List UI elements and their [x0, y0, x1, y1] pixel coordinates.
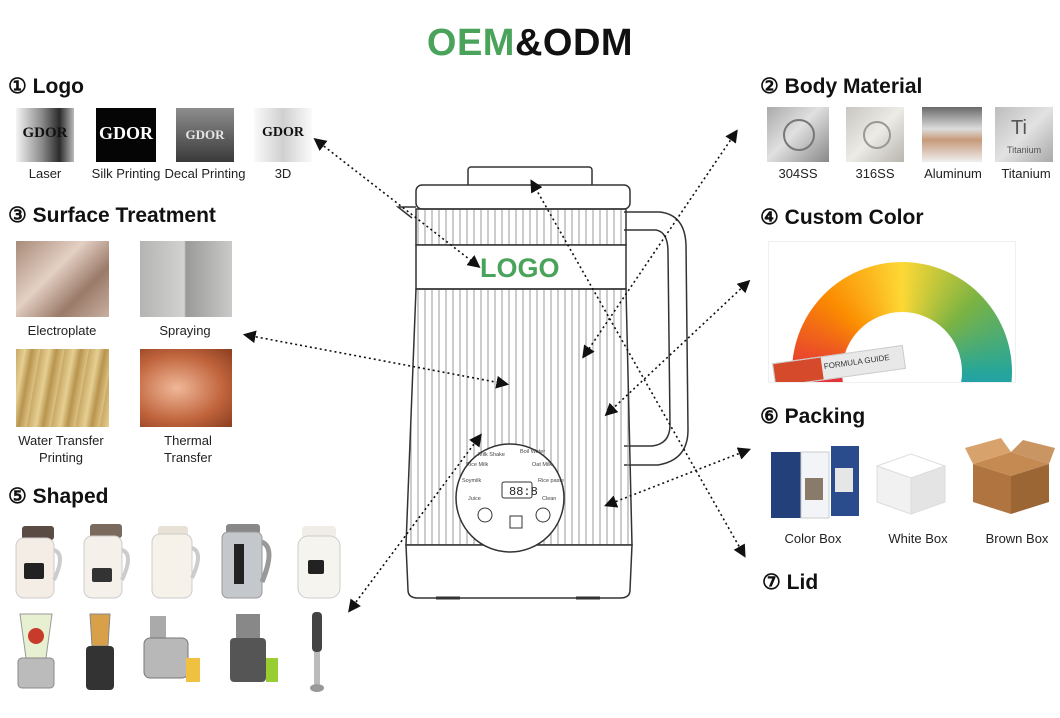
logo-decal-swatch: GDOR [176, 108, 234, 162]
surface-option-spraying: Spraying [159, 323, 211, 338]
shape-blender-1 [17, 613, 55, 689]
body-316ss-emblem [863, 121, 891, 149]
arrow-surface [242, 330, 510, 389]
packing-brown-box-image [965, 438, 1055, 514]
logo-3d-swatch: GDOR [254, 108, 312, 162]
shaped-products-gallery [15, 524, 341, 692]
body-option-titanium: Titanium [1001, 166, 1051, 181]
lid-section-title: ⑦ Lid [762, 571, 819, 594]
body-304ss-swatch [767, 107, 829, 162]
shape-kettle-5 [297, 526, 341, 599]
body-option-aluminum: Aluminum [924, 166, 982, 181]
packing-images [771, 438, 1055, 519]
arrow-logo [313, 138, 481, 268]
surface-thermal-transfer-swatch [140, 349, 232, 427]
shape-kettle-2 [83, 524, 130, 599]
logo-section-title: ① Logo [8, 75, 84, 98]
arrow-color [604, 279, 751, 417]
shape-juicer-2 [230, 614, 278, 682]
color-section-title: ④ Custom Color [760, 206, 924, 229]
surface-option-electroplate: Electroplate [27, 323, 97, 338]
packing-option-color-box: Color Box [784, 531, 842, 546]
logo-silk-text: GDOR [99, 123, 153, 143]
logo-option-decal: Decal Printing [164, 166, 246, 181]
body-titanium-symbol: Ti [1011, 117, 1027, 139]
shape-kettle-3 [151, 526, 200, 599]
body-titanium-label: Titanium [1007, 145, 1042, 155]
packing-section-title: ⑥ Packing [760, 405, 866, 428]
surface-spraying-swatch [140, 241, 232, 317]
logo-decal-text: GDOR [185, 127, 225, 142]
logo-option-silk: Silk Printing [91, 166, 161, 181]
title-odm: &ODM [514, 22, 634, 64]
page-title: OEM&ODM [0, 22, 1060, 65]
logo-laser-swatch: GDOR [16, 108, 74, 162]
logo-option-3d: 3D [274, 166, 292, 181]
surface-electroplate-swatch [16, 241, 109, 317]
shape-hand-blender [310, 612, 324, 692]
arrow-packing [604, 447, 751, 508]
arrow-shaped [348, 433, 482, 613]
body-316ss-swatch [846, 107, 904, 162]
packing-color-box-image [771, 446, 859, 519]
body-option-304ss: 304SS [778, 166, 818, 181]
packing-white-box-image [875, 453, 947, 515]
shape-kettle-1 [15, 526, 62, 599]
shape-kettle-4 [221, 524, 272, 599]
color-fan-guide: FORMULA GUIDE [768, 241, 1016, 383]
body-titanium-swatch: Ti Titanium [995, 107, 1053, 162]
body-section-title: ② Body Material [760, 75, 923, 98]
logo-option-laser: Laser [28, 166, 62, 181]
arrow-body [582, 129, 738, 359]
body-304ss-emblem [783, 119, 815, 151]
surface-water-transfer-swatch [16, 349, 109, 427]
body-option-316ss: 316SS [855, 166, 895, 181]
packing-option-white-box: White Box [888, 531, 948, 546]
surface-option-thermal-transfer: Thermal Transfer [164, 433, 212, 465]
logo-silk-swatch: GDOR [96, 108, 156, 162]
surface-section-title: ③ Surface Treatment [8, 204, 216, 227]
logo-3d-text: GDOR [262, 125, 304, 140]
shaped-section-title: ⑤ Shaped [8, 485, 109, 508]
title-oem: OEM [426, 22, 515, 64]
logo-laser-text: GDOR [22, 125, 68, 141]
menu-button [509, 515, 523, 529]
shape-blender-2 [86, 613, 114, 690]
packing-option-brown-box: Brown Box [985, 531, 1049, 546]
arrow-lid [530, 179, 746, 558]
shape-juicer-1 [143, 616, 200, 682]
body-aluminum-swatch [922, 107, 982, 162]
surface-option-water-transfer: Water Transfer Printing [18, 433, 104, 465]
panel-label-milk-shake: Milk Shake [478, 452, 505, 458]
